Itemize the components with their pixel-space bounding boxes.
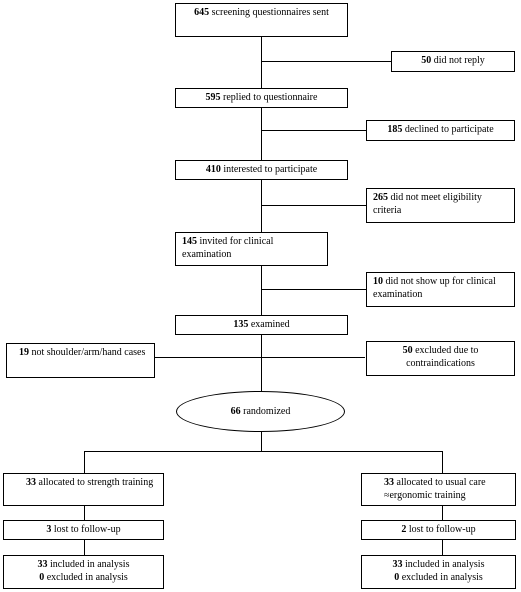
box-left-allocated: 33 allocated to strength training — [3, 473, 164, 506]
box-no-show: 10 did not show up for clinical examinat… — [366, 272, 515, 307]
label: included in analysis — [405, 559, 485, 570]
label: lost to follow-up — [53, 524, 121, 535]
label: invited for clinical examination — [182, 236, 274, 260]
box-not-cases: 19 not shoulder/arm/hand cases — [6, 343, 155, 378]
included-line: 33 included in analysis — [366, 558, 511, 571]
connector-to-not-eligible — [261, 205, 366, 206]
connector-to-declined — [261, 130, 366, 131]
label: did not meet eligibility criteria — [373, 192, 482, 216]
allocated-line-2: ≈ergonomic training — [384, 490, 466, 501]
connector-to-no-show — [261, 289, 366, 290]
box-declined: 185 declined to participate — [366, 120, 515, 141]
excluded-line: 0 excluded in analysis — [8, 571, 159, 584]
connector-right-arm-top — [442, 451, 443, 473]
label: allocated to usual care — [396, 477, 486, 488]
connector-split-horizontal — [84, 451, 442, 452]
label: screening questionnaires sent — [211, 7, 329, 18]
count: 50 — [421, 55, 432, 66]
connector-left-arm-top — [84, 451, 85, 473]
box-contraindications: 50 excluded due to contraindications — [366, 341, 515, 376]
box-right-allocated: 33 allocated to usual care ≈ergonomic tr… — [361, 473, 516, 506]
box-left-lost: 3 lost to follow-up — [3, 520, 164, 540]
count: 185 — [387, 124, 403, 135]
box-not-eligible: 265 did not meet eligibility criteria — [366, 188, 515, 223]
count: 135 — [233, 319, 249, 330]
count: 0 — [39, 572, 45, 583]
box-replied: 595 replied to questionnaire — [175, 88, 348, 108]
box-left-analysis: 33 included in analysis 0 excluded in an… — [3, 555, 164, 589]
count: 265 — [373, 192, 388, 203]
connector-split-vertical — [261, 431, 262, 451]
connector-right-arm-2 — [442, 540, 443, 555]
label: excluded due to contraindications — [406, 345, 479, 369]
label: excluded in analysis — [46, 572, 128, 583]
connector-left-arm-1 — [84, 505, 85, 520]
count: 33 — [392, 559, 403, 570]
label: excluded in analysis — [401, 572, 483, 583]
oval-randomized: 66 randomized — [176, 391, 345, 432]
box-invited: 145 invited for clinical examination — [175, 232, 328, 266]
count: 50 — [402, 345, 413, 356]
label: not shoulder/arm/hand cases — [31, 347, 146, 358]
count: 33 — [384, 477, 394, 488]
label: interested to participate — [223, 164, 318, 175]
count: 19 — [19, 347, 29, 358]
label: declined to participate — [404, 124, 494, 135]
label: did not show up for clinical examination — [373, 276, 496, 300]
connector-left-arm-2 — [84, 540, 85, 555]
count: 3 — [46, 524, 52, 535]
label: replied to questionnaire — [223, 92, 318, 103]
box-right-analysis: 33 included in analysis 0 excluded in an… — [361, 555, 516, 589]
count: 2 — [401, 524, 407, 535]
count: 10 — [373, 276, 383, 287]
count: 33 — [37, 559, 48, 570]
connector-to-no-reply — [261, 61, 391, 62]
label: included in analysis — [50, 559, 130, 570]
count: 33 — [26, 477, 36, 488]
connector-right-arm-1 — [442, 505, 443, 520]
included-line: 33 included in analysis — [8, 558, 159, 571]
count: 145 — [182, 236, 197, 247]
excluded-line: 0 excluded in analysis — [366, 571, 511, 584]
count: 645 — [194, 7, 210, 18]
count: 66 — [230, 406, 241, 417]
box-examined: 135 examined — [175, 315, 348, 335]
box-questionnaires-sent: 645 screening questionnaires sent — [175, 3, 348, 37]
count: 595 — [205, 92, 221, 103]
count: 410 — [205, 164, 221, 175]
count: 0 — [394, 572, 400, 583]
connector-main-vertical — [261, 36, 262, 393]
label: did not reply — [433, 55, 485, 66]
allocated-line-1: 33 allocated to usual care — [384, 476, 511, 489]
connector-exclusions-horizontal — [155, 357, 365, 358]
box-interested: 410 interested to participate — [175, 160, 348, 180]
box-no-reply: 50 did not reply — [391, 51, 515, 72]
label: randomized — [243, 406, 291, 417]
box-right-lost: 2 lost to follow-up — [361, 520, 516, 540]
label: lost to follow-up — [408, 524, 476, 535]
label: examined — [250, 319, 290, 330]
label: allocated to strength training — [38, 477, 154, 488]
